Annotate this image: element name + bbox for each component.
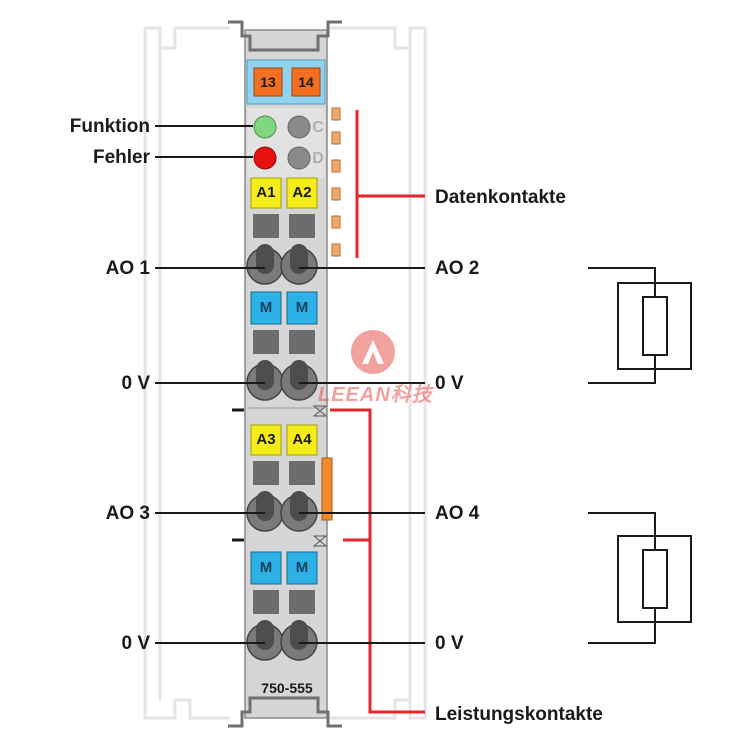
release-slot — [289, 330, 315, 354]
clamp-ao2 — [280, 244, 318, 285]
release-slot — [253, 590, 279, 614]
power-contact-symbol — [312, 405, 328, 417]
data-contacts-bracket — [355, 110, 425, 258]
terminal-13 — [253, 67, 283, 97]
status-led-c — [287, 115, 311, 139]
label-ao1: AO 1 — [105, 258, 150, 279]
label-ao2: AO 2 — [435, 258, 480, 279]
status-led-function — [253, 115, 277, 139]
tag-m-upper-left — [250, 291, 282, 325]
watermark-text: LEEAN科技 — [318, 384, 433, 406]
release-slot — [289, 590, 315, 614]
status-led-error — [253, 146, 277, 170]
label-0v-upper-right: 0 V — [435, 373, 464, 394]
data-contact-pins — [331, 107, 341, 257]
label-0v-lower-left: 0 V — [121, 633, 150, 654]
release-slot — [253, 214, 279, 238]
release-slot — [289, 461, 315, 485]
indicator-c-label: C — [312, 119, 324, 136]
leader-lines-left — [155, 125, 265, 644]
tag-a4 — [286, 424, 318, 456]
label-fehler: Fehler — [92, 147, 150, 168]
tag-a2-label: A2 — [292, 184, 312, 201]
power-contact-symbol — [312, 535, 328, 547]
watermark-logo — [351, 330, 395, 374]
release-slot — [253, 330, 279, 354]
terminal-14 — [291, 67, 321, 97]
tag-m-lower-right — [286, 551, 318, 585]
part-number: 750-555 — [261, 680, 313, 696]
tag-m-upper-left-label: M — [259, 299, 273, 316]
label-0v-lower-right: 0 V — [435, 633, 464, 654]
tag-m-upper-right-label: M — [295, 299, 309, 316]
tag-m-lower-left-label: M — [259, 559, 273, 576]
label-funktion: Funktion — [69, 116, 150, 137]
label-leistungskontakte: Leistungskontakte — [435, 704, 603, 725]
power-contacts-bracket — [330, 408, 425, 714]
tag-m-lower-right-label: M — [295, 559, 309, 576]
label-ao3: AO 3 — [105, 503, 150, 524]
label-ao4: AO 4 — [435, 503, 480, 524]
label-0v-upper-left: 0 V — [121, 373, 150, 394]
tag-m-lower-left — [250, 551, 282, 585]
label-datenkontakte: Datenkontakte — [435, 187, 566, 208]
terminal-13-label: 13 — [260, 74, 276, 90]
tag-a4-label: A4 — [292, 431, 312, 448]
status-led-d — [287, 146, 311, 170]
power-contact — [321, 457, 333, 521]
terminal-14-label: 14 — [298, 74, 314, 90]
clamp-ao1 — [246, 244, 284, 285]
indicator-d-label: D — [312, 150, 324, 167]
release-slot — [253, 461, 279, 485]
tag-a3-label: A3 — [256, 431, 276, 448]
leader-lines-right — [299, 267, 425, 644]
bottom-clip — [228, 696, 342, 728]
tag-m-upper-right — [286, 291, 318, 325]
release-slot — [289, 214, 315, 238]
tag-a3 — [250, 424, 282, 456]
tag-a2 — [286, 177, 318, 209]
load-resistor-lower — [588, 512, 692, 644]
load-resistor-upper — [588, 267, 692, 384]
tag-a1-label: A1 — [256, 184, 276, 201]
tag-a1 — [250, 177, 282, 209]
top-clip — [228, 20, 342, 52]
